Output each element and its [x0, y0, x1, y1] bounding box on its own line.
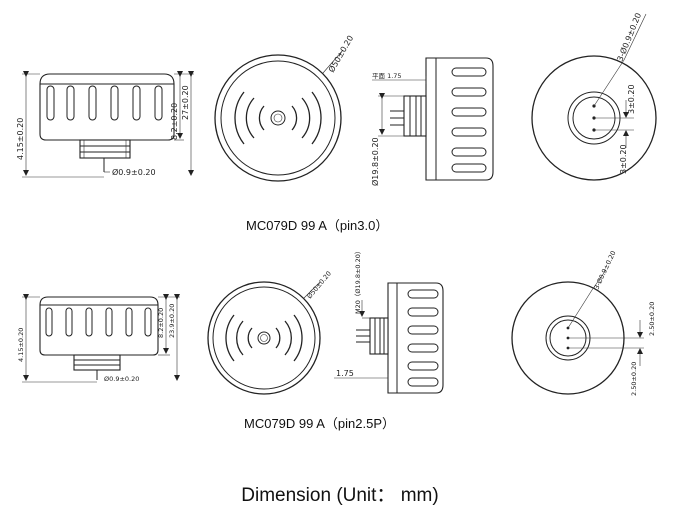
dim-pin-spacing-1a: 3±0.20	[627, 84, 636, 114]
bottom-view-pin3	[531, 13, 657, 181]
front-view-pin3	[372, 57, 494, 181]
dim-body-height-1: 8.2±0.20	[170, 103, 179, 140]
dim-overall-height-2: 23.9±0.20	[168, 304, 176, 338]
dim-outer-diameter-1: Ø50±0.20	[326, 33, 355, 74]
dim-pin-hole-2: 3-Ø0.9±0.20	[593, 250, 618, 291]
top-view-pin3	[214, 49, 344, 182]
dim-total-height-1: 4.15±0.20	[16, 118, 25, 160]
dim-flange-2: 1.75	[336, 369, 354, 378]
dim-pin-spacing-2b: 2.50±0.20	[630, 362, 638, 396]
dim-outer-diameter-2: Ø50±0.20	[305, 270, 333, 301]
dim-pin-spacing-1b: 3±0.20	[619, 144, 628, 174]
dim-pin-hole-1: 3-Ø0.9±0.20	[615, 11, 644, 63]
caption-pin25: MC079D 99 A（pin2.5P）	[244, 416, 396, 431]
dim-pin-diameter-2: Ø0.9±0.20	[104, 375, 139, 383]
dim-body-height-2: 8.2±0.20	[157, 308, 165, 338]
dim-thread-diameter-1: Ø19.8±0.20	[370, 137, 380, 186]
side-view-pin3	[22, 71, 194, 178]
dim-pin-diameter-1: Ø0.9±0.20	[112, 167, 156, 177]
dim-overall-height-1: 27±0.20	[181, 85, 190, 120]
dim-pin-spacing-2a: 2.50±0.20	[648, 302, 656, 336]
caption-pin3: MC079D 99 A（pin3.0）	[246, 218, 389, 233]
side-view-pin25	[22, 294, 180, 383]
top-view-pin25	[207, 281, 321, 395]
dim-total-height-2: 4.15±0.20	[17, 328, 25, 362]
bottom-view-pin25	[511, 269, 644, 395]
footer-title: Dimension (Unit： mm)	[241, 485, 439, 506]
front-view-pin25	[334, 282, 444, 394]
dim-flange-1: 平面 1.75	[372, 72, 402, 80]
dim-thread-label-2: M20（Ø19.8±0.20）	[354, 248, 362, 314]
